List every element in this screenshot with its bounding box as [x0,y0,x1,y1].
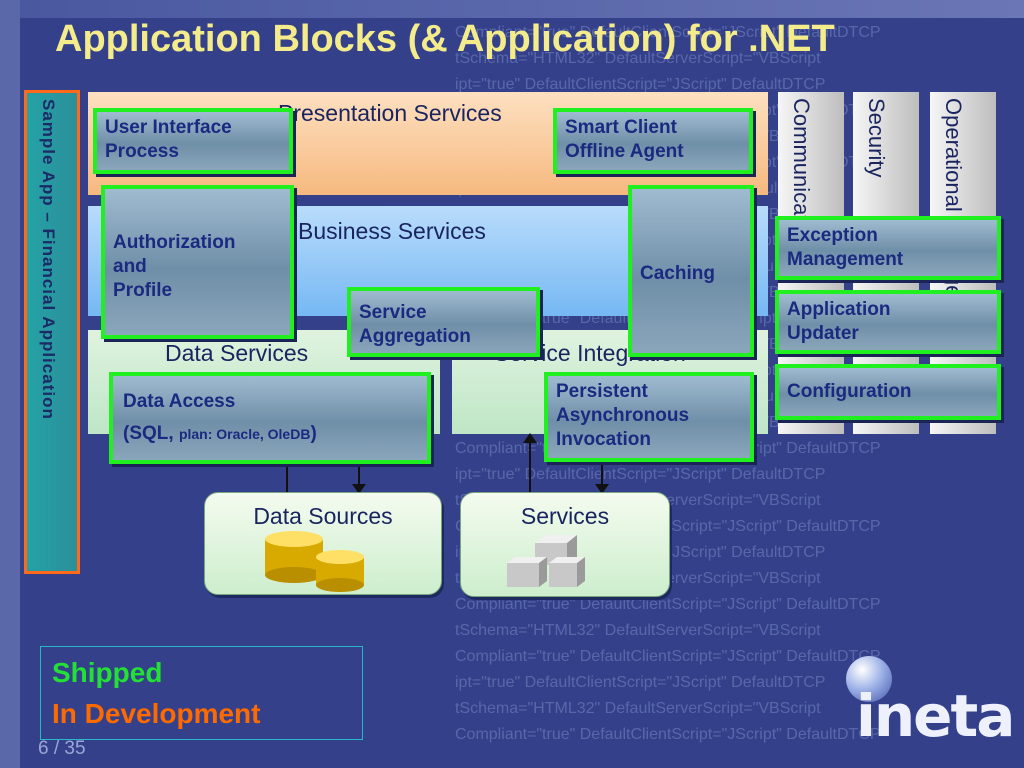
legend: Shipped In Development [40,646,363,740]
block-label: Smart Client [565,117,677,138]
data-access-block: Data Access (SQL, plan: Oracle, OleDB) [109,372,431,464]
connector-line [601,462,603,488]
block-label: Asynchronous [556,405,690,426]
smart-client-offline-agent-block: Smart Client Offline Agent [553,108,753,174]
block-label: Management [787,249,904,270]
block-label: Updater [787,323,859,344]
block-label: Service [359,302,427,323]
arrow-down-icon [352,484,366,494]
block-label: (SQL, [123,423,179,444]
sample-app-label: Sample App – Financial Application [39,99,58,420]
services-box: Services [460,492,670,597]
authorization-and-profile-block: Authorization and Profile [101,185,294,339]
arrow-down-icon [595,484,609,494]
left-accent-strip [0,0,20,768]
persistent-asynchronous-invocation-block: Persistent Asynchronous Invocation [544,372,754,462]
connector-line [358,462,360,488]
block-label: User Interface [105,117,232,138]
security-label: Security [864,98,889,178]
database-icon [265,531,364,592]
application-updater-block: Application Updater [775,290,1001,354]
block-label: Data Access [123,391,236,412]
data-sources-box: Data Sources [204,492,442,595]
ineta-logo: ineta [856,682,1015,750]
block-label: Aggregation [359,326,471,347]
block-label: Process [105,141,179,162]
connector-line [286,462,288,494]
connector-line [529,440,531,494]
block-label: Caching [640,263,715,284]
business-services-label: Business Services [298,218,486,244]
block-label: Exception [787,225,878,246]
block-label: Offline Agent [565,141,684,162]
block-label: Authorization [113,232,236,253]
sample-app-bar: Sample App – Financial Application [24,90,80,574]
data-access-providers: (SQL, plan: Oracle, OleDB) [123,418,417,450]
block-label: Application [787,299,891,320]
exception-management-block: Exception Management [775,216,1001,280]
caching-block: Caching [628,185,754,357]
presentation-services-label: Presentation Services [278,100,502,126]
slide-title: Application Blocks (& Application) for .… [55,18,835,60]
ineta-logo-globe-icon [846,656,892,702]
legend-in-development: In Development [52,698,261,729]
service-aggregation-block: Service Aggregation [347,287,540,357]
block-label: Persistent [556,381,648,402]
legend-shipped: Shipped [52,657,163,688]
block-label-small: plan: Oracle, OleDB [178,426,311,442]
block-label: Profile [113,280,173,301]
block-label: Invocation [556,429,652,450]
data-services-label: Data Services [165,340,309,366]
configuration-block: Configuration [775,364,1001,420]
top-accent-bar [20,0,1024,18]
arrow-up-icon [523,433,537,443]
cubes-icon [507,535,585,587]
block-label: Configuration [787,381,912,402]
block-label: ) [310,423,317,444]
block-label: and [113,256,147,277]
services-label: Services [520,503,610,529]
page-number: 6 / 35 [38,738,86,759]
data-sources-label: Data Sources [253,503,393,529]
user-interface-process-block: User Interface Process [93,108,293,174]
